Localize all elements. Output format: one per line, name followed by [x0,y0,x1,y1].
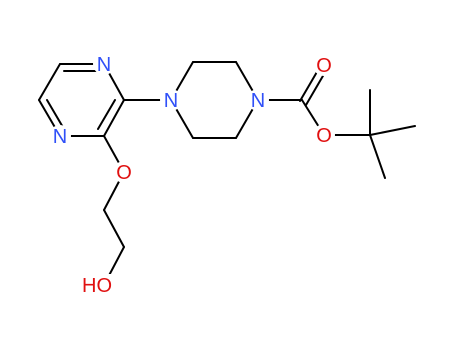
halo-ether-o [113,161,135,183]
halo-pip-n1 [160,89,182,111]
atom-n-piperazine-right: N [251,90,265,112]
atom-o-carbonyl: O [316,55,332,77]
atom-n-pyrazine-bottom: N [53,126,67,148]
atom-n-piperazine-left: N [164,90,178,112]
bond-pyr-c3-c2 [103,99,125,137]
atom-o-ester: O [316,125,332,147]
halo-hydroxyl [80,274,114,298]
atom-n-pyrazine-top: N [97,54,111,76]
halo-ester-o [313,124,335,146]
halo-pip-n4 [247,89,269,111]
halo-pyr-n1 [93,53,115,75]
halo-carbonyl-o [313,54,335,76]
bond-pyr-c5-n4-inner [46,99,65,130]
bond-pyr-c3-c2-inner [97,99,116,130]
bond-tbu-me-right [369,125,416,136]
bond-ch2-ch2 [103,209,125,248]
atom-hydroxyl: HO [82,275,112,297]
halo-pyr-n4 [49,125,71,147]
bond-pyr-c6-c5 [38,63,61,101]
bond-tbu-me-bottom [369,134,386,179]
atom-o-ether: O [116,162,132,184]
